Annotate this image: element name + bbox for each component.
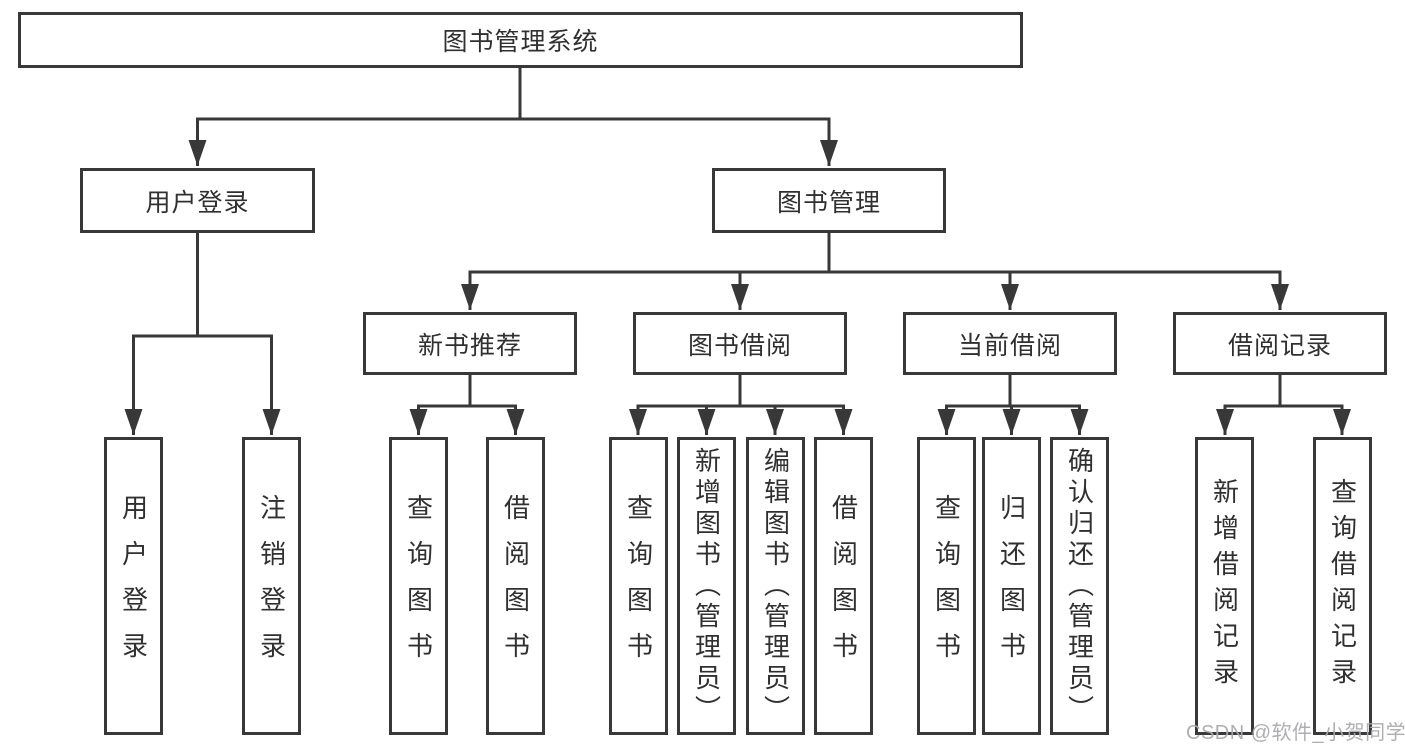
leaf-user-login: 用户登录 xyxy=(104,437,163,735)
node-label: 查询图书 xyxy=(931,494,962,678)
node-label: 确认归还（管理员） xyxy=(1064,446,1095,726)
node-book-borrow: 图书借阅 xyxy=(633,312,847,375)
node-label: 借阅图书 xyxy=(500,494,531,678)
node-library-management-system: 图书管理系统 xyxy=(18,12,1023,68)
node-book-management: 图书管理 xyxy=(712,168,946,233)
leaf-query-books: 查询图书 xyxy=(917,437,976,735)
leaf-borrow-books: 借阅图书 xyxy=(486,437,545,735)
leaf-return-books: 归还图书 xyxy=(982,437,1041,735)
leaf-add-books-admin: 新增图书（管理员） xyxy=(677,437,736,735)
leaf-query-books: 查询图书 xyxy=(389,437,448,735)
node-label: 借阅图书 xyxy=(828,494,859,678)
node-label: 图书管理系统 xyxy=(442,28,599,56)
leaf-query-borrow-record: 查询借阅记录 xyxy=(1313,437,1372,735)
leaf-borrow-books: 借阅图书 xyxy=(814,437,873,735)
watermark: CSDN @软件_小贺同学 xyxy=(1186,722,1405,744)
node-label: 图书借阅 xyxy=(687,331,792,360)
node-label: 查询借阅记录 xyxy=(1327,478,1358,694)
node-current-borrow: 当前借阅 xyxy=(903,312,1117,375)
node-label: 归还图书 xyxy=(996,494,1027,678)
node-user-login: 用户登录 xyxy=(80,168,315,233)
node-label: 新增借阅记录 xyxy=(1209,478,1240,694)
node-label: 查询图书 xyxy=(623,494,654,678)
node-label: 查询图书 xyxy=(403,494,434,678)
leaf-edit-books-admin: 编辑图书（管理员） xyxy=(746,437,805,735)
node-new-book-recommend: 新书推荐 xyxy=(363,312,577,375)
node-borrow-record: 借阅记录 xyxy=(1173,312,1387,375)
leaf-logout: 注销登录 xyxy=(242,437,301,735)
node-label: 新书推荐 xyxy=(417,331,522,360)
node-label: 借阅记录 xyxy=(1227,331,1332,360)
node-label: 当前借阅 xyxy=(957,331,1062,360)
leaf-confirm-return-admin: 确认归还（管理员） xyxy=(1050,437,1109,735)
node-label: 编辑图书（管理员） xyxy=(760,446,791,726)
node-label: 用户登录 xyxy=(118,494,149,678)
node-label: 注销登录 xyxy=(256,494,287,678)
node-label: 新增图书（管理员） xyxy=(691,446,722,726)
node-label: 用户登录 xyxy=(145,188,250,217)
leaf-query-books: 查询图书 xyxy=(609,437,668,735)
node-label: 图书管理 xyxy=(776,188,881,217)
leaf-add-borrow-record: 新增借阅记录 xyxy=(1195,437,1254,735)
